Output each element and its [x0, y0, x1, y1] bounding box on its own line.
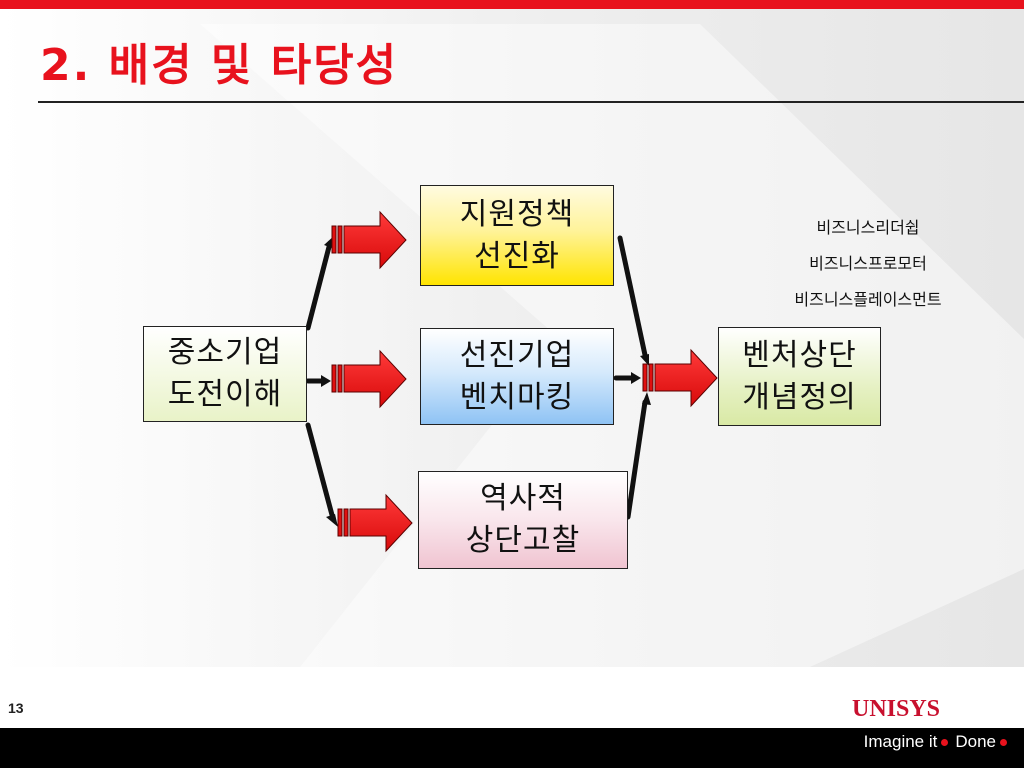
box-line: 지원정책: [459, 196, 575, 232]
page-title: 2. 배경 및 타당성: [40, 40, 399, 91]
connector-arrow-icon: [321, 375, 331, 387]
term-list: 비즈니스리더쉽 비즈니스프로모터 비즈니스플레이스먼트: [768, 210, 968, 318]
footer-bar: [0, 728, 1024, 768]
box-support-policy: 지원정책 선진화: [420, 185, 614, 286]
red-dot-icon: [1000, 739, 1007, 747]
connector-bottom-to-result: [625, 399, 648, 520]
box-sme-understanding: 중소기업 도전이해: [143, 326, 307, 422]
box-concept-definition: 벤처상단 개념정의: [718, 327, 881, 426]
box-line: 개념정의: [742, 379, 857, 415]
connector-arrow-icon: [640, 354, 649, 366]
top-accent-bar: [0, 0, 1024, 9]
page-number: 13: [8, 700, 24, 716]
connector-left-to-bottom: [305, 422, 335, 518]
box-line: 선진화: [474, 238, 560, 274]
term-item: 비즈니스리더쉽: [816, 218, 920, 237]
big-arrow-icon: [331, 210, 407, 270]
term-item: 비즈니스프로모터: [809, 254, 927, 273]
connector-left-to-top: [305, 240, 333, 331]
tagline-text: Imagine it: [863, 732, 938, 751]
box-benchmarking: 선진기업 벤치마킹: [420, 328, 614, 425]
big-arrow-icon: [331, 349, 407, 409]
box-line: 상단고찰: [465, 523, 581, 558]
term-item: 비즈니스플레이스먼트: [794, 290, 942, 309]
connector-top-to-result: [617, 235, 648, 358]
box-line: 벤치마킹: [459, 379, 575, 415]
title-underline: [38, 101, 1024, 103]
unisys-logo: UNISYS: [852, 696, 941, 722]
box-line: 도전이해: [167, 377, 283, 412]
connector-arrow-icon: [631, 372, 641, 384]
tagline: Imagine it Done: [864, 731, 1014, 753]
connector-arrow-icon: [326, 514, 338, 527]
big-arrow-icon: [337, 493, 413, 553]
box-line: 선진기업: [459, 337, 575, 373]
box-historical-review: 역사적 상단고찰: [418, 471, 628, 569]
big-arrow-icon: [642, 348, 718, 408]
red-dot-icon: [941, 739, 949, 747]
box-line: 벤처상단: [742, 337, 857, 373]
connector-arrow-icon: [642, 392, 651, 405]
box-line: 중소기업: [167, 335, 283, 370]
box-line: 역사적: [480, 481, 566, 516]
tagline-text: Done: [955, 732, 996, 751]
